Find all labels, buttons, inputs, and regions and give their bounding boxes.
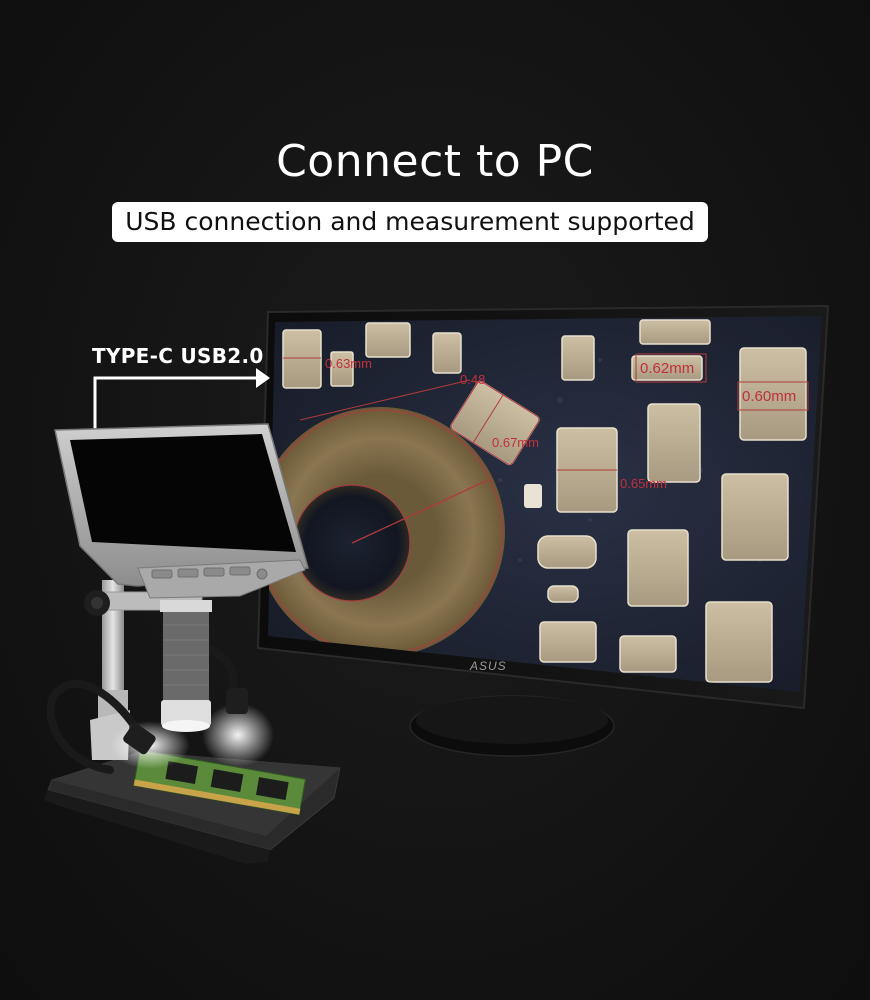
- measure-label-0: 0.63mm: [325, 356, 372, 371]
- connector-arrow: [93, 368, 270, 438]
- measure-label-2: 0.60mm: [742, 388, 796, 405]
- microscope: [44, 423, 341, 864]
- measure-label-3: 0.67mm: [492, 435, 539, 450]
- monitor: [256, 304, 830, 757]
- measure-label-4: 0.65mm: [620, 476, 667, 491]
- measurement-labels: 0.63mm 0.62mm 0.60mm 0.67mm 0.65mm 0.48: [325, 356, 796, 491]
- monitor-screen: [268, 316, 822, 692]
- headline: Connect to PC: [276, 136, 594, 187]
- microscope-lcd-screen: [70, 434, 296, 552]
- connection-callout: TYPE-C USB2.0: [92, 344, 264, 368]
- measure-label-5: 0.48: [460, 372, 485, 387]
- subheadline-badge: USB connection and measurement supported: [112, 202, 708, 242]
- measure-label-1: 0.62mm: [640, 360, 694, 377]
- monitor-brand-logo: ASUS: [469, 659, 507, 673]
